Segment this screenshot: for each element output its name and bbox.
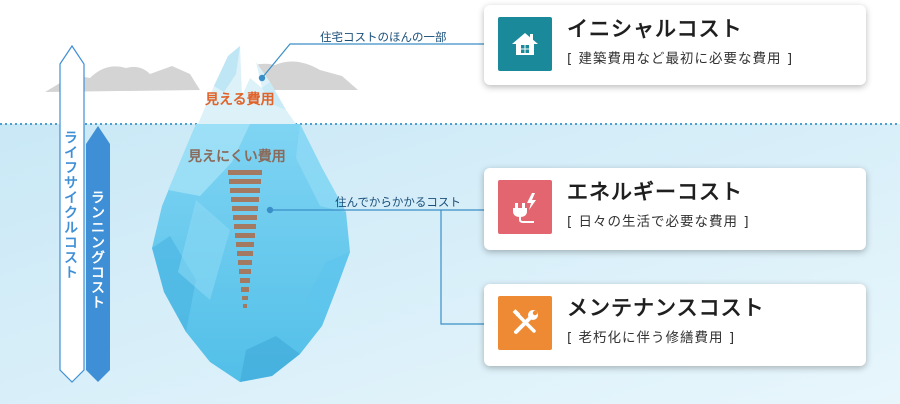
- card-initial-subtitle: [ 建築費用など最初に必要な費用 ]: [567, 51, 794, 67]
- card-initial-title: イニシャルコスト: [567, 17, 743, 41]
- callout-middle-text: 住んでからかかるコスト: [335, 195, 461, 209]
- card-maintenance-cost: メンテナンスコスト [ 老朽化に伴う修繕費用 ]: [484, 284, 866, 366]
- connector-dot-middle: [266, 206, 274, 214]
- card-maintenance-title: メンテナンスコスト: [567, 296, 765, 320]
- house-icon: [512, 33, 538, 55]
- running-arrow: [86, 126, 110, 382]
- card-energy-subtitle: [ 日々の生活で必要な費用 ]: [567, 214, 750, 230]
- visible-cost-label: 見える費用: [205, 92, 275, 108]
- card-initial-icon-box: [498, 17, 552, 71]
- lifecycle-arrow: [59, 44, 85, 383]
- clouds: [45, 61, 358, 92]
- callout-top-text: 住宅コストのほんの一部: [320, 30, 447, 44]
- connector-lines: [261, 43, 484, 325]
- card-initial-cost: イニシャルコスト [ 建築費用など最初に必要な費用 ]: [484, 5, 866, 85]
- hidden-cost-stripes: [228, 170, 262, 308]
- running-cost-label: ランニングコスト: [89, 190, 105, 310]
- card-maintenance-icon-box: [498, 296, 552, 350]
- card-energy-cost: エネルギーコスト [ 日々の生活で必要な費用 ]: [484, 168, 866, 250]
- connector-dot-top: [258, 74, 266, 82]
- card-maintenance-subtitle: [ 老朽化に伴う修繕費用 ]: [567, 330, 736, 346]
- iceberg-tip: [198, 46, 296, 124]
- card-energy-icon-box: [498, 180, 552, 234]
- tools-icon: [512, 309, 538, 334]
- plug-icon: [513, 193, 536, 223]
- hidden-cost-label: 見えにくい費用: [188, 149, 286, 165]
- lifecycle-cost-label: ライフサイクルコスト: [62, 130, 78, 280]
- card-energy-title: エネルギーコスト: [567, 180, 743, 204]
